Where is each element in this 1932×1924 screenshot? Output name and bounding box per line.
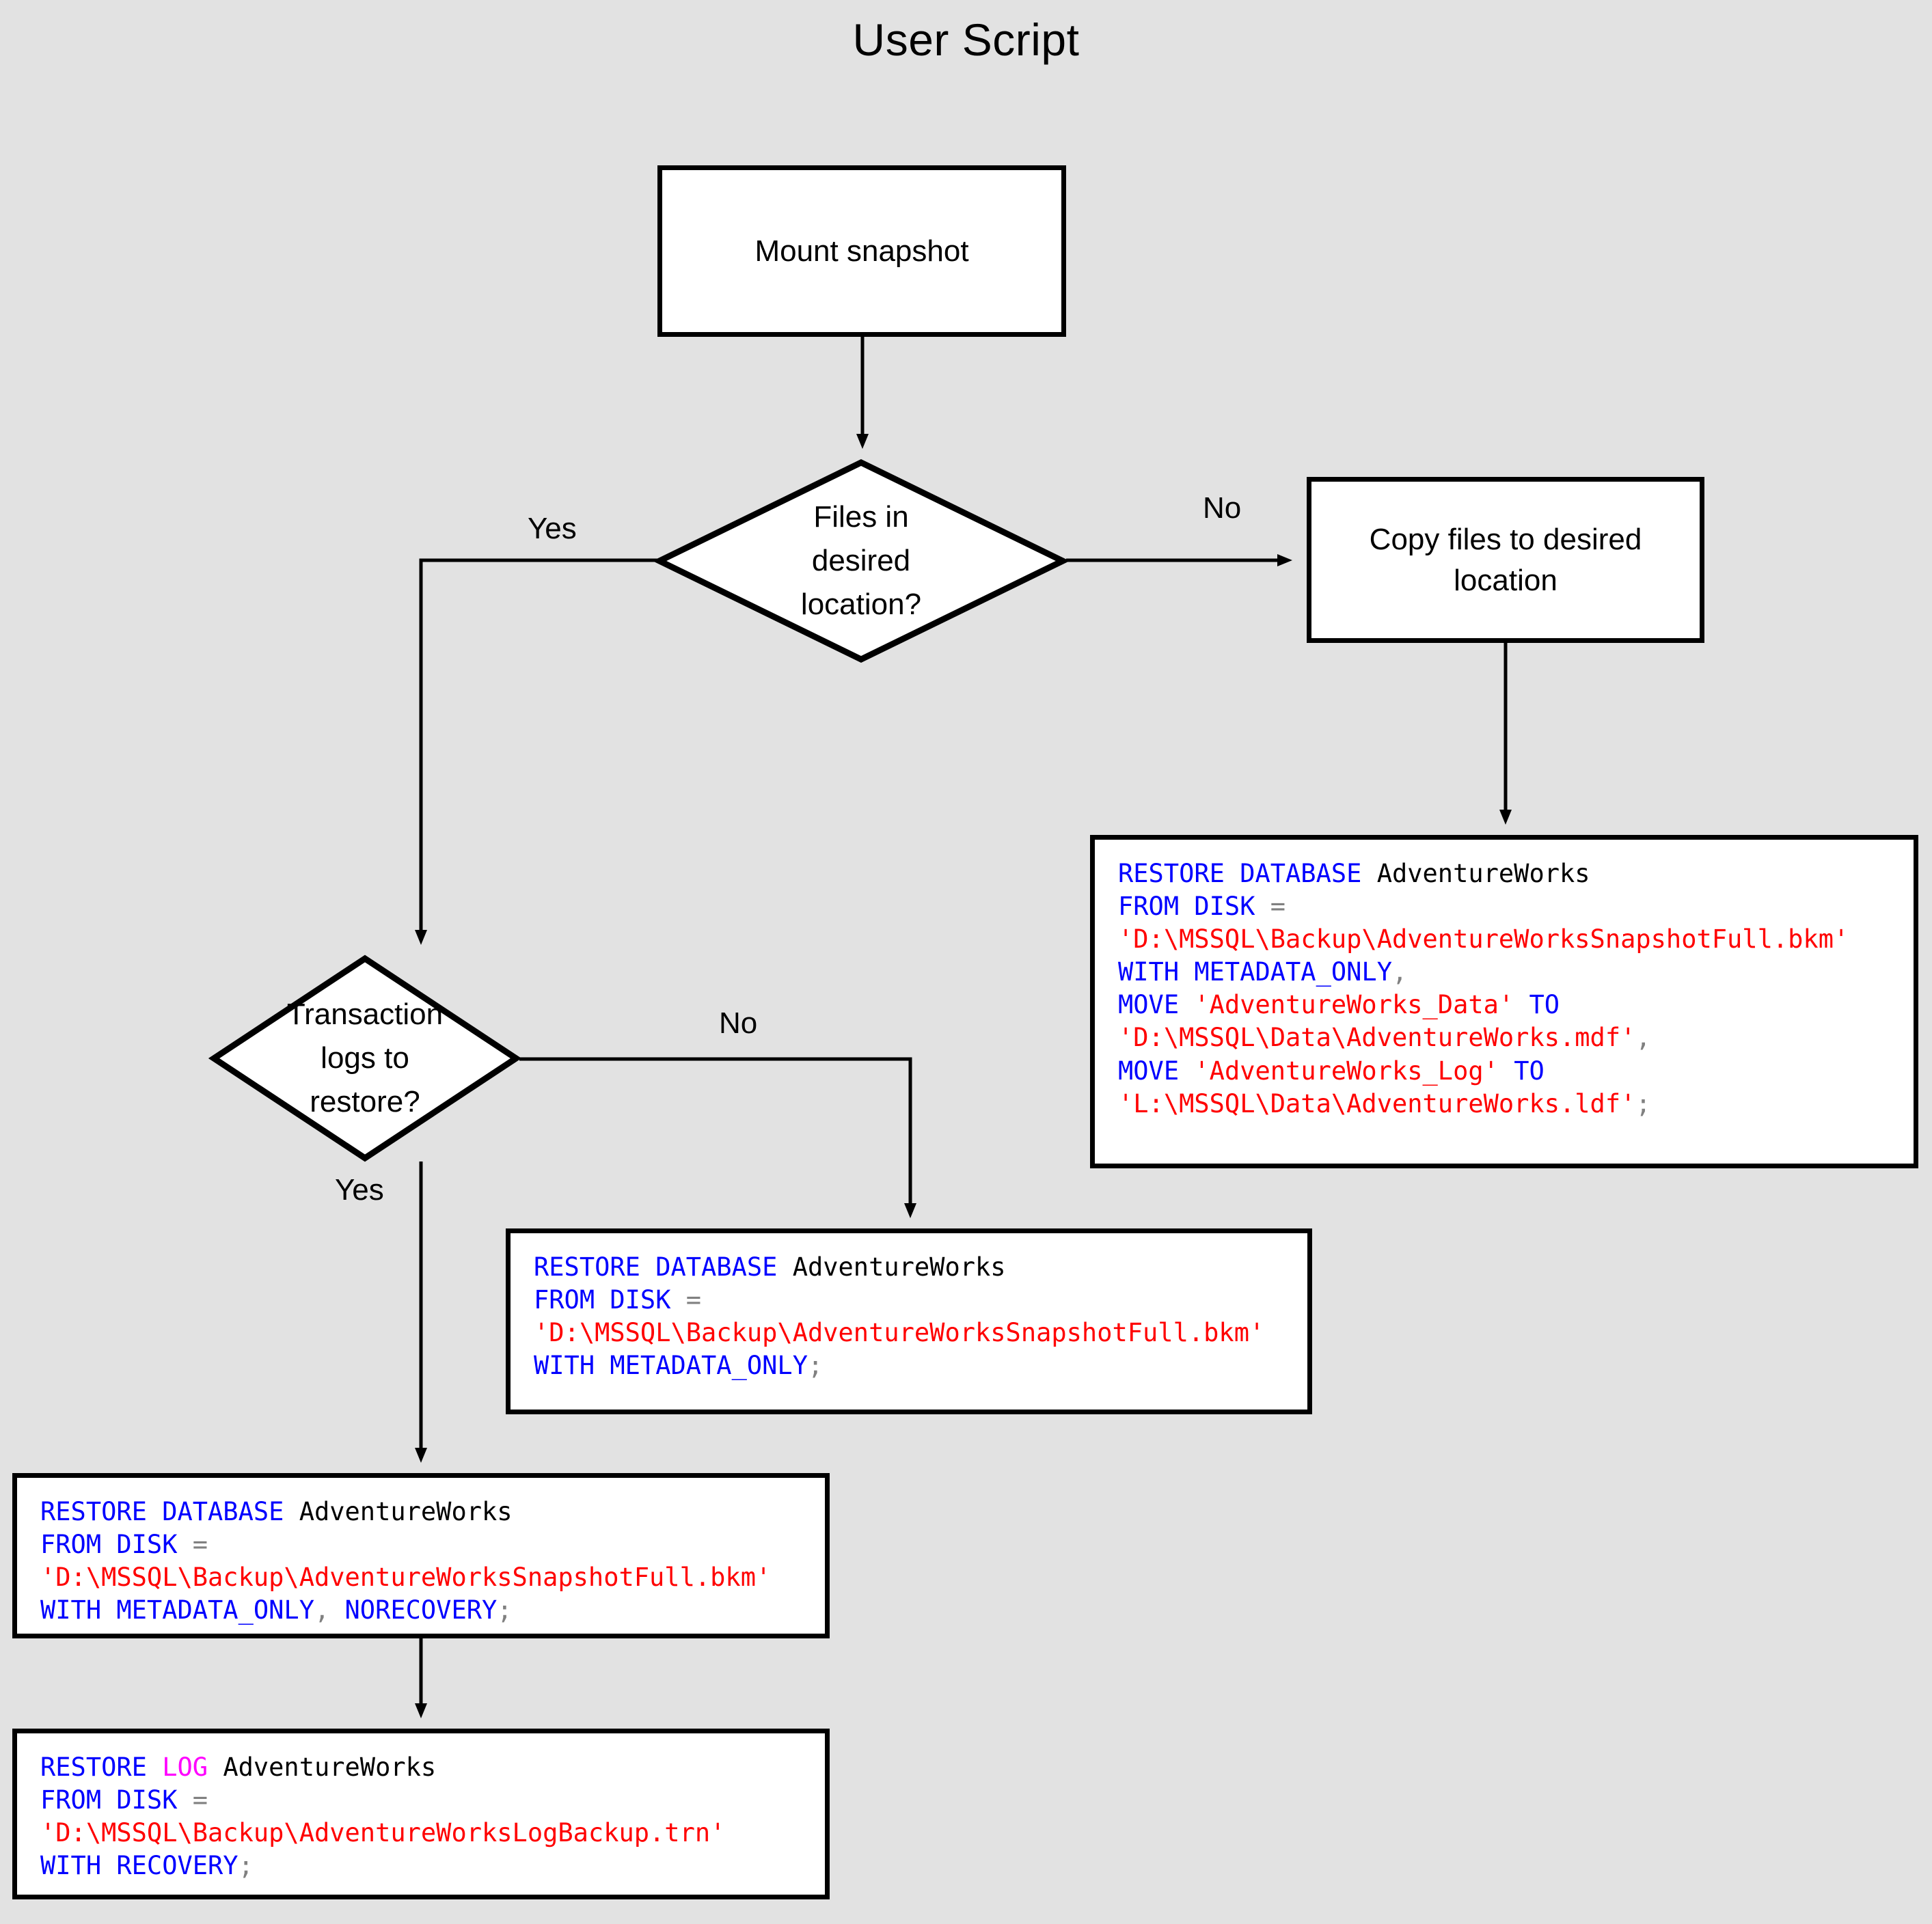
- code-token-kw: WITH METADATA_ONLY: [40, 1595, 314, 1625]
- code-token-kw: RESTORE DATABASE: [1118, 859, 1377, 888]
- edge-label-logs-yes: Yes: [335, 1173, 384, 1207]
- code-token-pn: ;: [807, 1351, 824, 1381]
- code-token-pn: ,: [1635, 1023, 1651, 1053]
- code-line: WITH RECOVERY;: [40, 1850, 802, 1882]
- code-token-str: 'D:\MSSQL\Backup\AdventureWorksSnapshotF…: [534, 1318, 1265, 1348]
- node-copy-files-to-desired-location[interactable]: Copy files to desired location: [1307, 477, 1704, 643]
- code-token-kw: TO: [1514, 990, 1560, 1020]
- code-line: FROM DISK =: [40, 1528, 802, 1561]
- code-line: FROM DISK =: [1118, 890, 1890, 923]
- code-line: WITH METADATA_ONLY;: [534, 1349, 1284, 1382]
- code-token-pn: ,: [314, 1595, 330, 1625]
- code-line: RESTORE DATABASE AdventureWorks: [40, 1496, 802, 1528]
- code-token-pn: =: [192, 1785, 208, 1815]
- code-token-kw: MOVE: [1118, 1056, 1195, 1086]
- code-line: 'D:\MSSQL\Backup\AdventureWorksSnapshotF…: [40, 1561, 802, 1594]
- code-line: RESTORE DATABASE AdventureWorks: [534, 1251, 1284, 1284]
- code-line: 'D:\MSSQL\Backup\AdventureWorksSnapshotF…: [1118, 923, 1890, 956]
- code-line: 'D:\MSSQL\Backup\AdventureWorksLogBackup…: [40, 1817, 802, 1850]
- code-line: FROM DISK =: [40, 1784, 802, 1817]
- code-token-str: 'L:\MSSQL\Data\AdventureWorks.ldf': [1118, 1088, 1636, 1118]
- code-line: RESTORE LOG AdventureWorks: [40, 1751, 802, 1784]
- node-copy-files-line-1: Copy files to desired: [1369, 523, 1642, 557]
- code-line: 'L:\MSSQL\Data\AdventureWorks.ldf';: [1118, 1088, 1890, 1121]
- code-token-id: AdventureWorks: [1376, 859, 1590, 888]
- code-line: MOVE 'AdventureWorks_Data' TO: [1118, 989, 1890, 1021]
- diamond-shape: [208, 954, 522, 1162]
- code-token-kw: FROM DISK: [534, 1285, 686, 1315]
- code-token-kw: FROM DISK: [1118, 892, 1270, 922]
- code-token-kw: FROM DISK: [40, 1530, 193, 1560]
- page-title: User Script: [852, 14, 1080, 65]
- code-token-kw: WITH METADATA_ONLY: [1118, 957, 1392, 987]
- code-token-kw: WITH METADATA_ONLY: [534, 1351, 808, 1381]
- code-token-kw: FROM DISK: [40, 1785, 193, 1815]
- code-token-str: 'D:\MSSQL\Data\AdventureWorks.mdf': [1118, 1023, 1636, 1053]
- code-token-kw: NORECOVERY: [329, 1595, 498, 1625]
- node-mount-snapshot[interactable]: Mount snapshot: [657, 165, 1066, 337]
- code-token-kw: RESTORE DATABASE: [40, 1497, 299, 1526]
- code-line: WITH METADATA_ONLY,: [1118, 956, 1890, 989]
- edge-label-files-no: No: [1203, 491, 1242, 525]
- code-line: WITH METADATA_ONLY, NORECOVERY;: [40, 1594, 802, 1627]
- code-line: RESTORE DATABASE AdventureWorks: [1118, 857, 1890, 890]
- code-token-pn: ;: [1635, 1088, 1651, 1118]
- code-token-kw: MOVE: [1118, 990, 1195, 1020]
- diamond-shape: [652, 458, 1070, 663]
- code-token-kw: RESTORE DATABASE: [534, 1252, 793, 1282]
- node-copy-files-line-2: location: [1454, 563, 1557, 597]
- code-line: 'D:\MSSQL\Data\AdventureWorks.mdf',: [1118, 1021, 1890, 1054]
- node-files-in-desired-location[interactable]: Files in desired location?: [652, 458, 1070, 663]
- code-token-kw: [208, 1753, 223, 1782]
- code-token-pn: =: [1270, 892, 1286, 922]
- code-token-pn: ;: [497, 1595, 513, 1625]
- code-line: MOVE 'AdventureWorks_Log' TO: [1118, 1055, 1890, 1088]
- edge-files-yes: [415, 558, 657, 945]
- edge-logs-no: [519, 1057, 916, 1218]
- code-token-id: AdventureWorks: [299, 1497, 513, 1526]
- code-token-kw: RESTORE: [40, 1753, 163, 1782]
- node-mount-snapshot-label: Mount snapshot: [754, 234, 969, 268]
- code-token-str: 'AdventureWorks_Log': [1194, 1056, 1499, 1086]
- code-line: FROM DISK =: [534, 1284, 1284, 1317]
- code-token-str: 'AdventureWorks_Data': [1194, 990, 1514, 1020]
- code-token-kw: WITH RECOVERY: [40, 1851, 239, 1881]
- edge-label-files-yes: Yes: [528, 512, 577, 545]
- code-token-pn: ;: [238, 1851, 254, 1881]
- edge-label-logs-no: No: [719, 1006, 758, 1040]
- code-token-id: AdventureWorks: [223, 1753, 437, 1782]
- code-token-str: 'D:\MSSQL\Backup\AdventureWorksSnapshotF…: [40, 1563, 772, 1593]
- code-token-log: LOG: [162, 1753, 208, 1782]
- node-transaction-logs-to-restore[interactable]: Transaction logs to restore?: [208, 954, 522, 1162]
- code-token-str: 'D:\MSSQL\Backup\AdventureWorksSnapshotF…: [1118, 924, 1849, 954]
- code-token-pn: =: [192, 1530, 208, 1560]
- code-token-id: AdventureWorks: [792, 1252, 1006, 1282]
- code-token-pn: =: [685, 1285, 702, 1315]
- code-token-kw: TO: [1498, 1056, 1545, 1086]
- code-token-pn: ,: [1391, 957, 1408, 987]
- code-token-str: 'D:\MSSQL\Backup\AdventureWorksLogBackup…: [40, 1818, 726, 1848]
- code-line: 'D:\MSSQL\Backup\AdventureWorksSnapshotF…: [534, 1317, 1284, 1349]
